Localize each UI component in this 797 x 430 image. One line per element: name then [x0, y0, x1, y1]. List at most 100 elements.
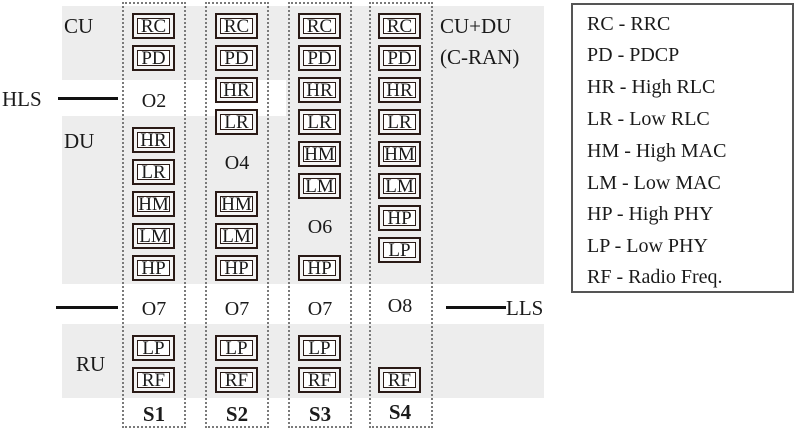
s1-block-hm: HM	[132, 191, 175, 217]
split-column-s4	[369, 2, 433, 428]
s3-block-rc: RC	[298, 13, 341, 39]
s4-block-lr-label: LR	[383, 113, 416, 132]
s4-lower-option: O8	[387, 295, 413, 317]
s1-block-hr: HR	[132, 127, 175, 153]
legend-item-pd: PD - PDCP	[587, 44, 680, 66]
s4-block-lp: LP	[378, 237, 421, 263]
s3-block-lm: LM	[298, 173, 341, 199]
lls-split-line-left	[56, 306, 118, 309]
s3-block-rf-label: RF	[303, 371, 336, 390]
s3-block-hr: HR	[298, 77, 341, 103]
s2-block-lp: LP	[215, 335, 258, 361]
legend-item-hp: HP - High PHY	[587, 203, 714, 225]
legend-box: RC - RRC PD - PDCP HR - High RLC LR - Lo…	[571, 3, 794, 293]
s1-block-hr-label: HR	[137, 131, 170, 150]
s4-block-hp-label: HP	[383, 209, 416, 228]
s4-block-lm: LM	[378, 173, 421, 199]
s4-block-rf: RF	[378, 367, 421, 393]
legend-item-rc: RC - RRC	[587, 13, 671, 35]
s2-block-lp-label: LP	[220, 339, 253, 358]
s3-block-lr-label: LR	[303, 113, 336, 132]
s4-block-lm-label: LM	[383, 177, 416, 196]
lls-label: LLS	[506, 296, 544, 320]
s2-block-hp: HP	[215, 255, 258, 281]
s2-block-hr-label: HR	[220, 81, 253, 100]
s2-split-name: S2	[225, 402, 249, 426]
s2-block-hm: HM	[215, 191, 258, 217]
s4-block-hp: HP	[378, 205, 421, 231]
s3-block-rf: RF	[298, 367, 341, 393]
s1-block-hp-label: HP	[137, 259, 170, 278]
s1-block-pd-label: PD	[137, 49, 170, 68]
s2-block-pd: PD	[215, 45, 258, 71]
s4-block-hm: HM	[378, 141, 421, 167]
s4-block-hm-label: HM	[383, 143, 416, 165]
split-column-s3	[288, 2, 352, 428]
s4-split-name: S4	[388, 400, 412, 424]
s3-block-hp: HP	[298, 255, 341, 281]
s3-block-hm-label: HM	[303, 143, 336, 165]
s1-block-lm: LM	[132, 223, 175, 249]
s2-block-rf: RF	[215, 367, 258, 393]
split-column-s2	[205, 2, 269, 428]
s3-split-name: S3	[308, 402, 332, 426]
s1-upper-option: O2	[141, 90, 167, 112]
s1-block-rc-label: RC	[137, 17, 170, 36]
s2-block-hr: HR	[215, 77, 258, 103]
s1-block-pd: PD	[132, 45, 175, 71]
s1-block-lm-label: LM	[137, 227, 170, 246]
s4-block-pd: PD	[378, 45, 421, 71]
legend-item-hm: HM - High MAC	[587, 140, 727, 162]
s1-block-hm-label: HM	[137, 193, 170, 215]
hls-label: HLS	[2, 87, 42, 111]
s3-block-pd: PD	[298, 45, 341, 71]
s1-block-rc: RC	[132, 13, 175, 39]
ru-label: RU	[76, 352, 106, 376]
s3-middle-option: O6	[307, 216, 333, 238]
s4-block-hr: HR	[378, 77, 421, 103]
s2-block-hp-label: HP	[220, 259, 253, 278]
s3-block-hr-label: HR	[303, 81, 336, 100]
legend-item-hr: HR - High RLC	[587, 76, 716, 98]
lls-split-line-right	[446, 306, 506, 309]
hls-split-line	[58, 97, 118, 100]
s3-block-lp: LP	[298, 335, 341, 361]
s4-block-rf-label: RF	[383, 371, 416, 390]
s1-split-name: S1	[142, 402, 166, 426]
s3-block-lr: LR	[298, 109, 341, 135]
s2-block-lm: LM	[215, 223, 258, 249]
s1-lower-option: O7	[141, 298, 167, 320]
legend-item-lm: LM - Low MAC	[587, 172, 721, 194]
s1-block-lp-label: LP	[137, 339, 170, 358]
legend-item-rf: RF - Radio Freq.	[587, 266, 723, 288]
legend-item-lr: LR - Low RLC	[587, 108, 710, 130]
s2-block-lr: LR	[215, 109, 258, 135]
s3-lower-option: O7	[307, 298, 333, 320]
s1-block-lp: LP	[132, 335, 175, 361]
du-label: DU	[64, 129, 95, 153]
s3-block-lp-label: LP	[303, 339, 336, 358]
s3-block-pd-label: PD	[303, 49, 336, 68]
s2-block-hm-label: HM	[220, 193, 253, 215]
s1-block-lr-label: LR	[137, 163, 170, 182]
s2-block-rf-label: RF	[220, 371, 253, 390]
cu-label: CU	[64, 14, 94, 38]
s4-block-lp-label: LP	[383, 241, 416, 260]
s1-block-rf-label: RF	[137, 371, 170, 390]
s3-block-rc-label: RC	[303, 17, 336, 36]
s4-block-rc: RC	[378, 13, 421, 39]
s4-block-lr: LR	[378, 109, 421, 135]
s1-block-rf: RF	[132, 367, 175, 393]
s2-block-rc-label: RC	[220, 17, 253, 36]
s2-block-lr-label: LR	[220, 113, 253, 132]
split-column-s1	[122, 2, 186, 428]
s2-middle-option: O4	[224, 152, 250, 174]
s4-block-rc-label: RC	[383, 17, 416, 36]
s4-block-pd-label: PD	[383, 49, 416, 68]
s3-block-hm: HM	[298, 141, 341, 167]
s2-block-lm-label: LM	[220, 227, 253, 246]
s2-block-rc: RC	[215, 13, 258, 39]
cran-label-line1: CU+DU	[440, 14, 512, 38]
s2-lower-option: O7	[224, 298, 250, 320]
s4-block-hr-label: HR	[383, 81, 416, 100]
